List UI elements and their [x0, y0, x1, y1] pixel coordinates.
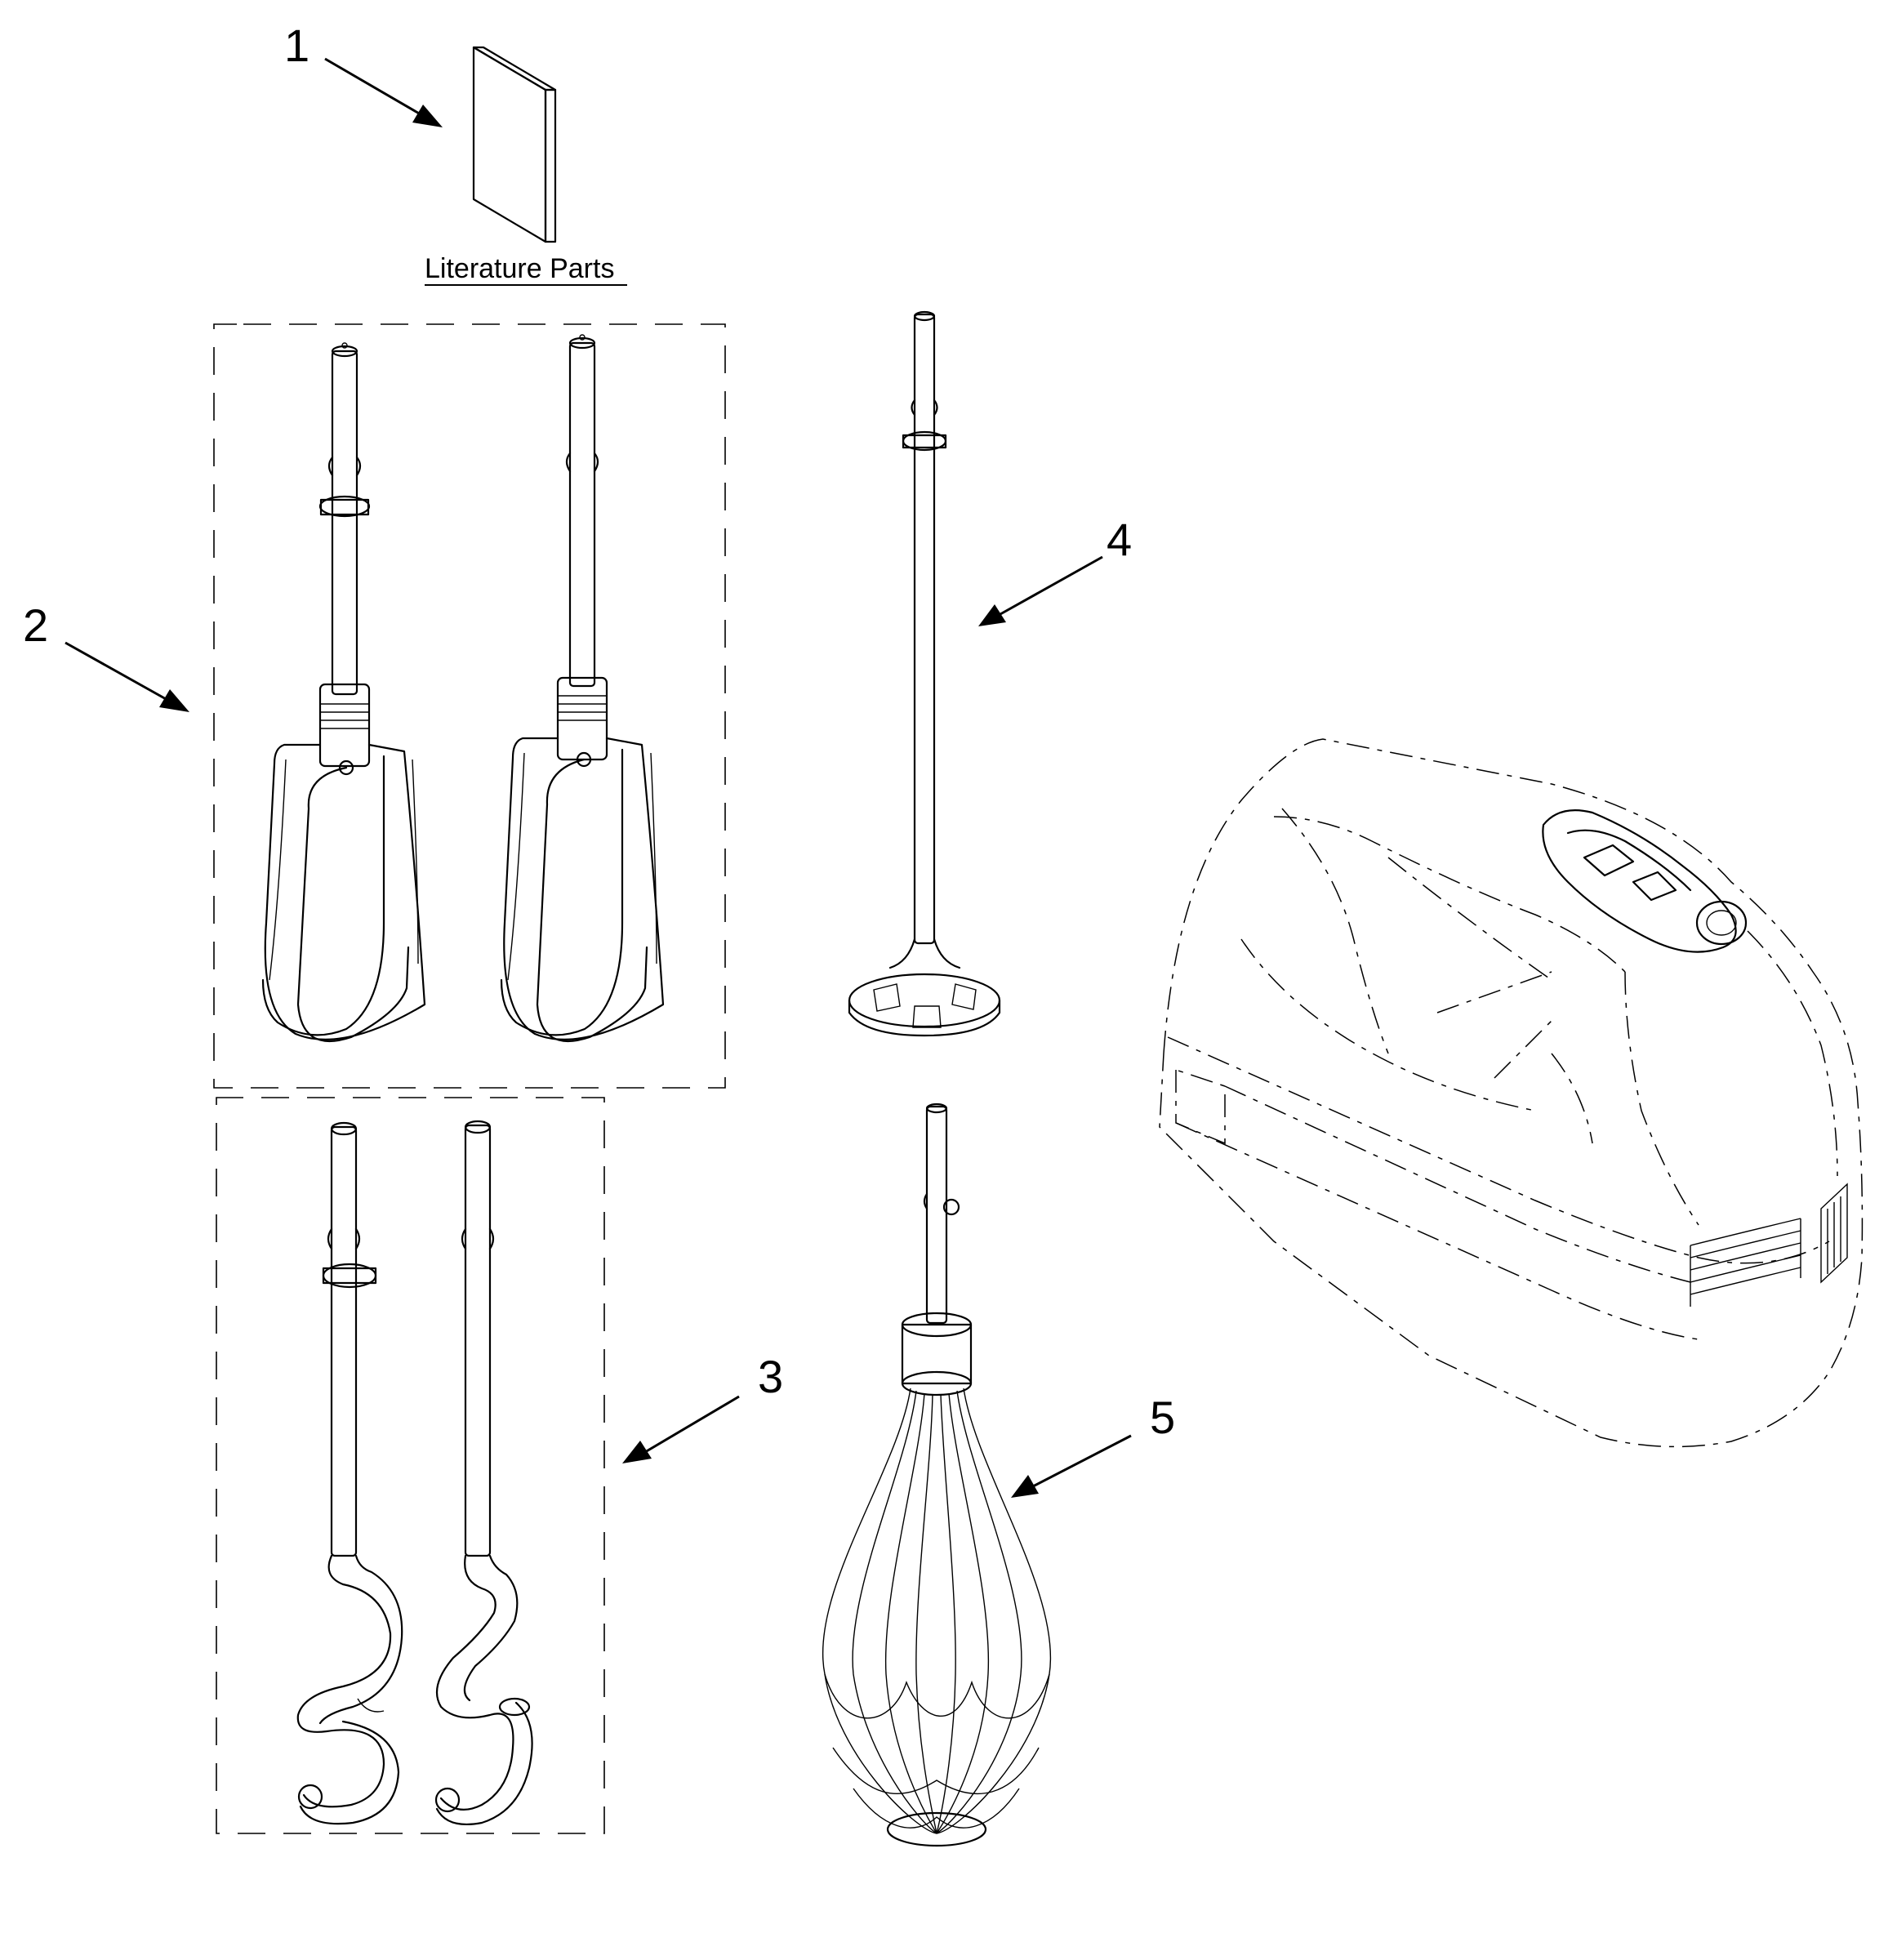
callout-5[interactable]: 5: [1011, 1392, 1175, 1498]
callout-1-number: 1: [284, 20, 309, 71]
callout-3-number: 3: [758, 1351, 783, 1402]
mixer-vent: [1690, 1183, 1848, 1307]
beater-left: [261, 342, 426, 1043]
callout-4[interactable]: 4: [978, 514, 1132, 626]
literature-caption: Literature Parts: [425, 253, 614, 284]
mixer-body-outline: [1159, 738, 1864, 1448]
callout-4-number: 4: [1107, 514, 1132, 565]
callout-3[interactable]: 3: [622, 1351, 783, 1463]
literature-booklet: [472, 46, 557, 243]
dough-hook-left: [296, 1121, 403, 1825]
callout-1[interactable]: 1: [284, 20, 443, 127]
dough-hook-right: [434, 1120, 533, 1826]
whisk: [822, 1102, 1052, 1847]
mixer-speed-control: [1542, 809, 1748, 953]
callout-2[interactable]: 2: [23, 599, 189, 712]
dough-hooks-group-outline: [216, 1097, 605, 1834]
stirring-rod: [848, 310, 1001, 1037]
beater-right: [500, 334, 665, 1043]
callout-5-number: 5: [1150, 1392, 1175, 1443]
beaters-group-outline: [213, 323, 726, 1089]
callout-2-number: 2: [23, 599, 48, 651]
